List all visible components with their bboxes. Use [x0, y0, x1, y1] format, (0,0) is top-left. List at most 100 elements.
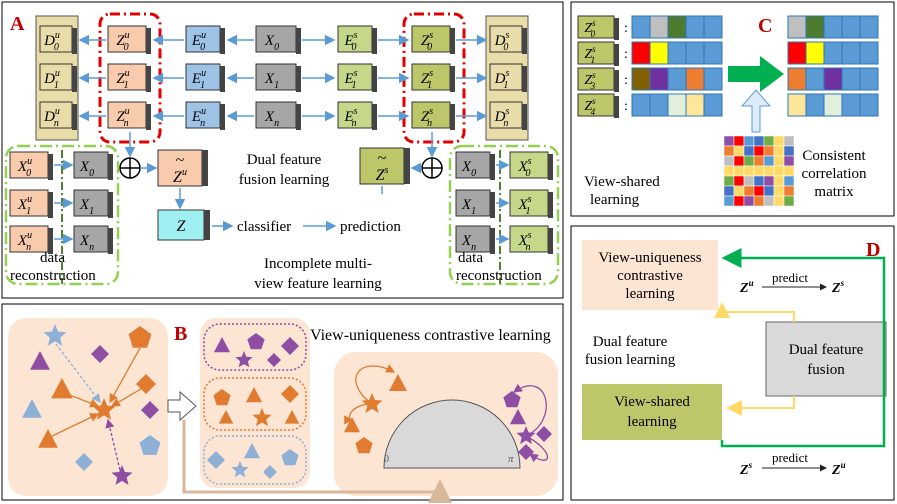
- recon-right-x-1-letter: X: [461, 197, 472, 213]
- d-left-1-letter: D: [43, 71, 55, 87]
- panel-a-letter: A: [10, 13, 25, 35]
- scatter-arrow-5: [105, 418, 121, 471]
- svg-text:Zs: Zs: [376, 165, 389, 184]
- d-right-2-sup: s: [505, 106, 509, 117]
- vu-label-1: View-uniqueness: [598, 250, 701, 266]
- dual-feature-label-2: fusion learning: [239, 172, 330, 188]
- scatter-shape-0: [43, 324, 67, 346]
- matrix-cell: [773, 135, 785, 147]
- svg-text:Xsn: Xsn: [517, 230, 531, 253]
- matrix-cell: [753, 135, 765, 147]
- recon-right-xhat-2-sub: n: [526, 242, 531, 253]
- zu-bottom-label: Z: [831, 463, 841, 478]
- x-2-letter: X: [264, 109, 275, 125]
- matrix-cell: [783, 195, 795, 207]
- semi-arrow-0: [355, 364, 396, 405]
- connector-arrow: [182, 420, 452, 503]
- es-2-sub: n: [352, 118, 357, 129]
- group-orange: [203, 377, 307, 431]
- recon-right-x-1: X1: [455, 189, 495, 218]
- matrix-cell: [783, 145, 795, 157]
- shared-row-sup-3: s: [592, 96, 596, 106]
- scatter-arrow-4: [55, 343, 101, 404]
- consistent-2: correlation: [802, 166, 867, 182]
- recon-right-label-1: data: [458, 250, 483, 266]
- svg-text:Eu1: Eu1: [191, 68, 206, 91]
- shared-row-sub-3: 4: [591, 107, 596, 117]
- result-row-cell-2-4: [859, 67, 879, 91]
- svg-text:Xn: Xn: [79, 233, 94, 253]
- matrix-cell: [723, 145, 735, 157]
- svg-text:Zs1: Zs1: [584, 44, 596, 65]
- green-loop-arrow: [720, 248, 886, 448]
- matrix-cell: [783, 165, 795, 177]
- group-shape-11: [207, 451, 225, 469]
- green-arrow: [728, 56, 784, 92]
- predict-top: predict: [772, 270, 808, 285]
- shared-row-cell-0-4: [703, 15, 723, 39]
- result-row-cell-0-4: [859, 15, 879, 39]
- matrix-cell: [763, 175, 775, 187]
- d-left-2-sup: u: [55, 106, 60, 117]
- scatter-shape-8: [141, 401, 159, 419]
- shared-row-cell-0-1: [649, 15, 669, 39]
- recon-left-xhat-1-sup: u: [27, 194, 32, 205]
- d-left-1-sup: u: [55, 68, 60, 79]
- es-0-letter: E: [343, 33, 353, 49]
- d-right-1-letter: D: [494, 71, 506, 87]
- incomplete-label-1: Incomplete multi-: [264, 256, 372, 272]
- semi-shape-3: [355, 437, 373, 454]
- matrix-cell: [723, 165, 735, 177]
- es-2-letter: E: [343, 109, 353, 125]
- group-shape-6: [245, 387, 263, 403]
- scatter-shape-10: [139, 435, 161, 455]
- recon-left-xhat-1-letter: X: [17, 197, 28, 213]
- group-shape-12: [243, 443, 261, 459]
- predict-bottom: predict: [772, 450, 808, 465]
- matrix-cell: [733, 155, 745, 167]
- svg-text:Zu: Zu: [831, 460, 846, 478]
- group-shape-2: [281, 337, 299, 355]
- shared-row-colon-1: :: [624, 47, 628, 62]
- result-row-cell-1-3: [841, 41, 861, 65]
- svg-text:Eun: Eun: [191, 106, 206, 129]
- fused-zs-sup: s: [385, 165, 389, 176]
- matrix-cell: [773, 185, 785, 197]
- shared-row-cell-2-4: [703, 67, 723, 91]
- semi-shape-4: [503, 391, 521, 408]
- svg-text:Eu0: Eu0: [191, 30, 206, 53]
- recon-left-x-1: X1: [73, 189, 113, 218]
- svg-text:Es1: Es1: [343, 68, 357, 91]
- fused-zs-label: Z: [376, 167, 386, 184]
- x-1-sub: 1: [274, 80, 279, 91]
- zs-bottom-sup: s: [748, 460, 753, 470]
- matrix-cell: [743, 185, 755, 197]
- d-left-2-letter: D: [43, 109, 55, 125]
- svg-text:X1: X1: [461, 197, 476, 217]
- group-shape-7: [281, 385, 299, 403]
- matrix-cell: [783, 155, 795, 167]
- oplus-left: [119, 157, 141, 179]
- matrix-cell: [743, 195, 755, 207]
- recon-right-xhat-0-letter: X: [517, 159, 528, 175]
- recon-left-xhat-0-sub: 0: [26, 168, 31, 179]
- left-recon-region: [4, 144, 120, 286]
- axis-zero: 0: [384, 454, 389, 465]
- svg-text:Zs0: Zs0: [421, 30, 433, 53]
- d-right-1-sub: 1: [503, 80, 508, 91]
- scatter-arrow-0: [109, 347, 141, 404]
- svg-text:Zsn: Zsn: [421, 106, 433, 129]
- result-row-cell-0-1: [805, 15, 825, 39]
